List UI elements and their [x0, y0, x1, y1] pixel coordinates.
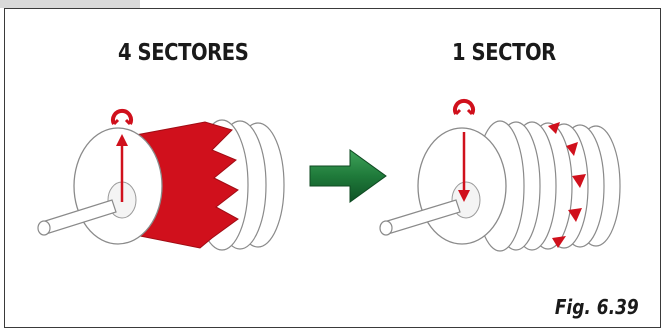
rotor-four-sectors — [37, 108, 285, 251]
rotor-one-sector — [379, 98, 621, 252]
red-tooth — [572, 174, 586, 188]
right-title: 1 SECTOR — [452, 40, 556, 66]
red-tooth — [552, 236, 566, 248]
clip-ring-icon-right — [453, 98, 475, 116]
red-tooth — [568, 208, 582, 222]
red-tooth — [566, 142, 578, 156]
clip-ring-icon-left — [111, 108, 133, 126]
figure-label: Fig. 6.39 — [555, 295, 639, 319]
red-tooth — [548, 122, 560, 134]
transition-arrow-icon — [309, 149, 387, 203]
top-tab-marker — [0, 0, 140, 8]
left-title: 4 SECTORES — [118, 40, 249, 66]
